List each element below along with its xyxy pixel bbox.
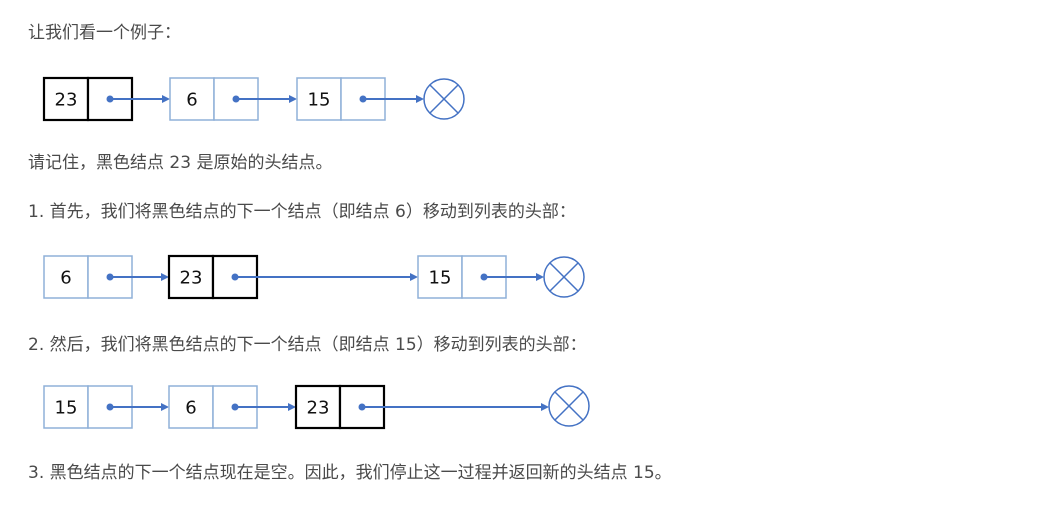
null-cross-line <box>429 84 459 114</box>
pointer-dot <box>359 95 367 103</box>
null-icon <box>548 385 590 427</box>
arrowhead <box>541 403 549 411</box>
list-node: 15 <box>296 77 386 121</box>
node-value-cell <box>43 385 89 429</box>
linked-list-diagram-initial: 23 6 15 <box>42 76 465 122</box>
null-icon <box>543 256 585 298</box>
note-text: 请记住，黑色结点 23 是原始的头结点。 <box>28 153 333 173</box>
arrowhead <box>288 403 296 411</box>
step3-text: 3. 黑色结点的下一个结点现在是空。因此，我们停止这一过程并返回新的头结点 15… <box>28 463 672 483</box>
pointer-dot <box>106 273 114 281</box>
arrowhead <box>161 403 169 411</box>
step2-text: 2. 然后，我们将黑色结点的下一个结点（即结点 15）移动到列表的头部： <box>28 335 587 355</box>
pointer-dot <box>232 95 240 103</box>
node-value: 6 <box>60 268 71 289</box>
null-cross-line <box>549 262 579 292</box>
arrowhead <box>162 95 170 103</box>
pointer-dot <box>106 95 114 103</box>
arrowhead <box>416 95 424 103</box>
pointer-dot <box>480 273 488 281</box>
node-value-cell <box>168 385 214 429</box>
pointer-dot <box>106 403 114 411</box>
node-value-cell <box>42 76 90 122</box>
intro-text: 让我们看一个例子： <box>28 23 181 43</box>
node-value: 23 <box>55 90 78 111</box>
step1-text: 1. 首先，我们将黑色结点的下一个结点（即结点 6）移动到列表的头部： <box>28 202 576 222</box>
node-value: 15 <box>55 398 78 419</box>
node-value: 6 <box>185 398 196 419</box>
linked-list-diagram-step1: 6 23 15 <box>43 254 585 300</box>
pointer-dot <box>231 273 239 281</box>
head-node: 23 <box>42 76 134 122</box>
null-icon <box>423 78 465 120</box>
arrowhead <box>161 273 169 281</box>
arrowhead <box>536 273 544 281</box>
node-value: 23 <box>180 268 203 289</box>
node-value: 15 <box>308 90 331 111</box>
node-value: 23 <box>307 398 330 419</box>
null-cross-line <box>554 391 584 421</box>
node-value: 15 <box>429 268 452 289</box>
arrowhead <box>410 273 418 281</box>
pointer-dot <box>358 403 366 411</box>
pointer-dot <box>231 403 239 411</box>
node-value-cell <box>417 255 463 299</box>
linked-list-diagram-step2: 15 6 23 <box>43 384 590 430</box>
node-value-cell <box>167 254 215 300</box>
arrowhead <box>289 95 297 103</box>
node-value: 6 <box>186 90 197 111</box>
node-value-cell <box>169 77 215 121</box>
